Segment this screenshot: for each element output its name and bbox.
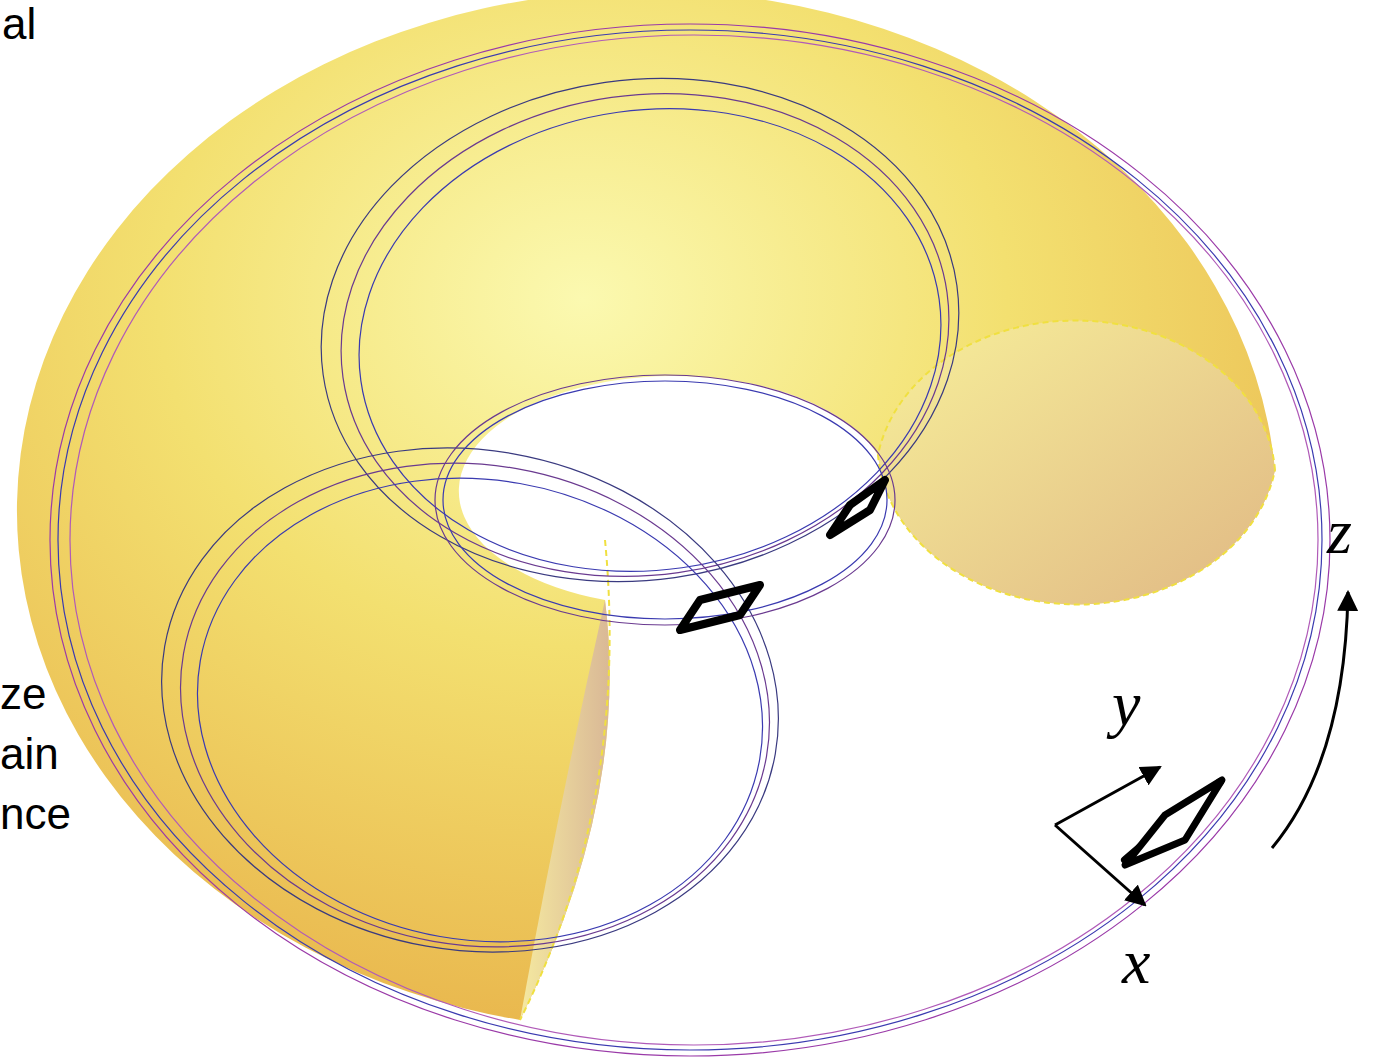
axis-label: z: [1327, 500, 1352, 564]
cropped-text: al: [2, 2, 36, 46]
cropped-text: ze: [0, 672, 46, 716]
cropped-text: ain: [0, 732, 59, 776]
axis-label: x: [1122, 930, 1150, 994]
axis-label: y: [1112, 672, 1140, 736]
cropped-text: nce: [0, 792, 71, 836]
